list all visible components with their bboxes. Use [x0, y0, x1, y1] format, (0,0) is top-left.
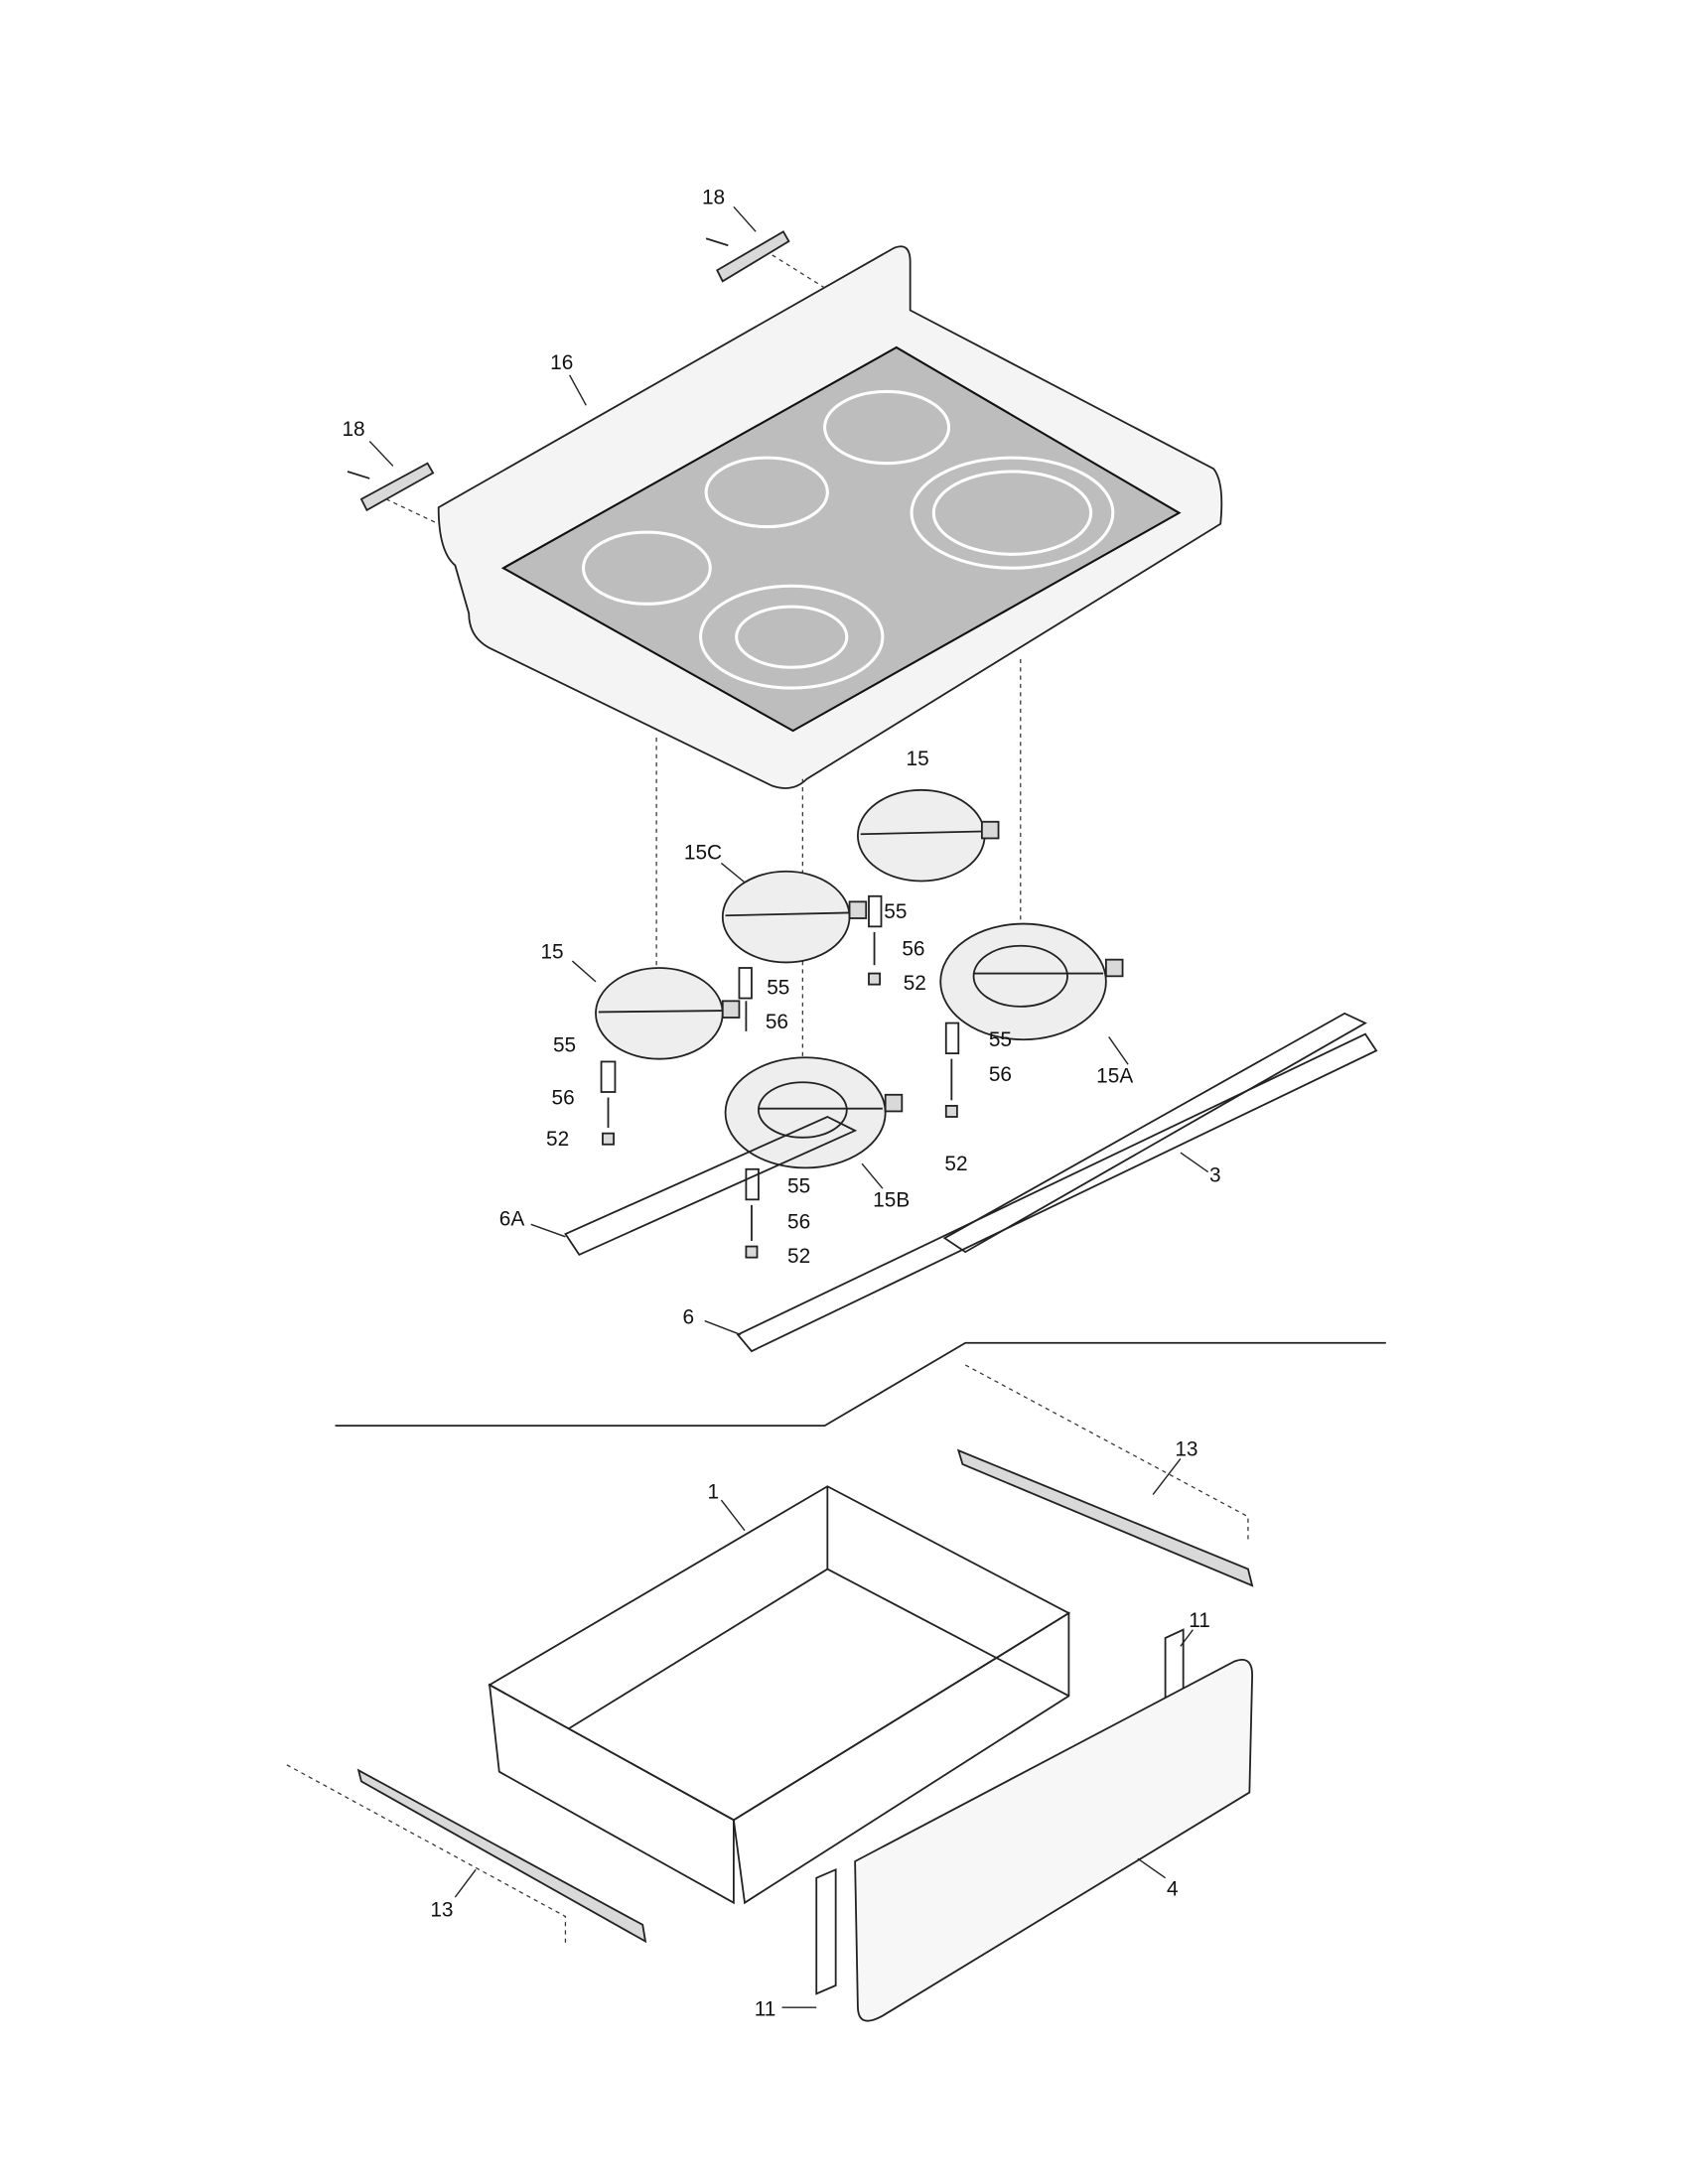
callout-6a: 6A: [499, 1208, 525, 1231]
rail-6: [736, 1032, 1378, 1353]
drawer-bracket-left: [815, 1867, 837, 1995]
callout-3: 3: [1209, 1163, 1221, 1186]
callout-55: 55: [989, 1028, 1012, 1051]
drawer-slide-right: [956, 1448, 1254, 1587]
leader-lines: [368, 205, 1209, 2008]
callout-56: 56: [989, 1063, 1012, 1086]
callout-52: 52: [944, 1153, 967, 1175]
cooktop: [437, 245, 1223, 789]
callout-15c: 15C: [684, 841, 722, 864]
callout-16: 16: [550, 351, 573, 374]
callout-52: 52: [904, 972, 926, 995]
callout-52: 52: [787, 1245, 810, 1268]
callout-55: 55: [767, 976, 789, 999]
callout-4: 4: [1167, 1878, 1179, 1901]
drawer: [488, 1485, 1071, 1905]
drawer-front-panel: [854, 1658, 1254, 2022]
rail-3: [942, 1012, 1367, 1254]
surface-element-15-rear-right: [856, 788, 1000, 883]
callout-15b: 15B: [873, 1188, 910, 1211]
surface-element-15-front-left: [595, 967, 741, 1060]
trim-bracket-right: [705, 230, 828, 291]
callout-11-right: 11: [1189, 1609, 1210, 1632]
callout-56: 56: [766, 1011, 788, 1033]
callout-labels: 18 16 18 15 15C 15 55 56 52 55 56 55 56 …: [342, 187, 1220, 2021]
callout-6: 6: [683, 1305, 695, 1328]
surface-element-15c: [721, 870, 868, 964]
callout-56: 56: [787, 1211, 810, 1234]
callout-56: 56: [902, 938, 924, 961]
rail-6a: [564, 1116, 858, 1257]
callout-1: 1: [708, 1481, 720, 1504]
callout-13-right: 13: [1175, 1438, 1197, 1461]
surface-element-15b: [724, 1056, 904, 1169]
trim-bracket-left: [347, 462, 439, 525]
surface-element-15a: [939, 922, 1124, 1041]
callout-13-left: 13: [430, 1899, 453, 1922]
callout-15-front: 15: [540, 940, 563, 963]
callout-15-rear: 15: [907, 748, 929, 770]
callout-18-right: 18: [702, 187, 725, 209]
callout-56: 56: [552, 1087, 575, 1110]
drawer-slide-left: [356, 1768, 647, 1944]
callout-55: 55: [553, 1034, 576, 1057]
callout-15a: 15A: [1096, 1064, 1133, 1087]
hardware: [600, 894, 960, 1259]
callout-55: 55: [884, 900, 907, 923]
callout-55: 55: [787, 1174, 810, 1197]
callout-11-left: 11: [755, 1998, 776, 2021]
callout-18-left: 18: [342, 418, 364, 441]
callout-52: 52: [546, 1128, 569, 1151]
section-divider: [335, 1341, 1386, 1428]
